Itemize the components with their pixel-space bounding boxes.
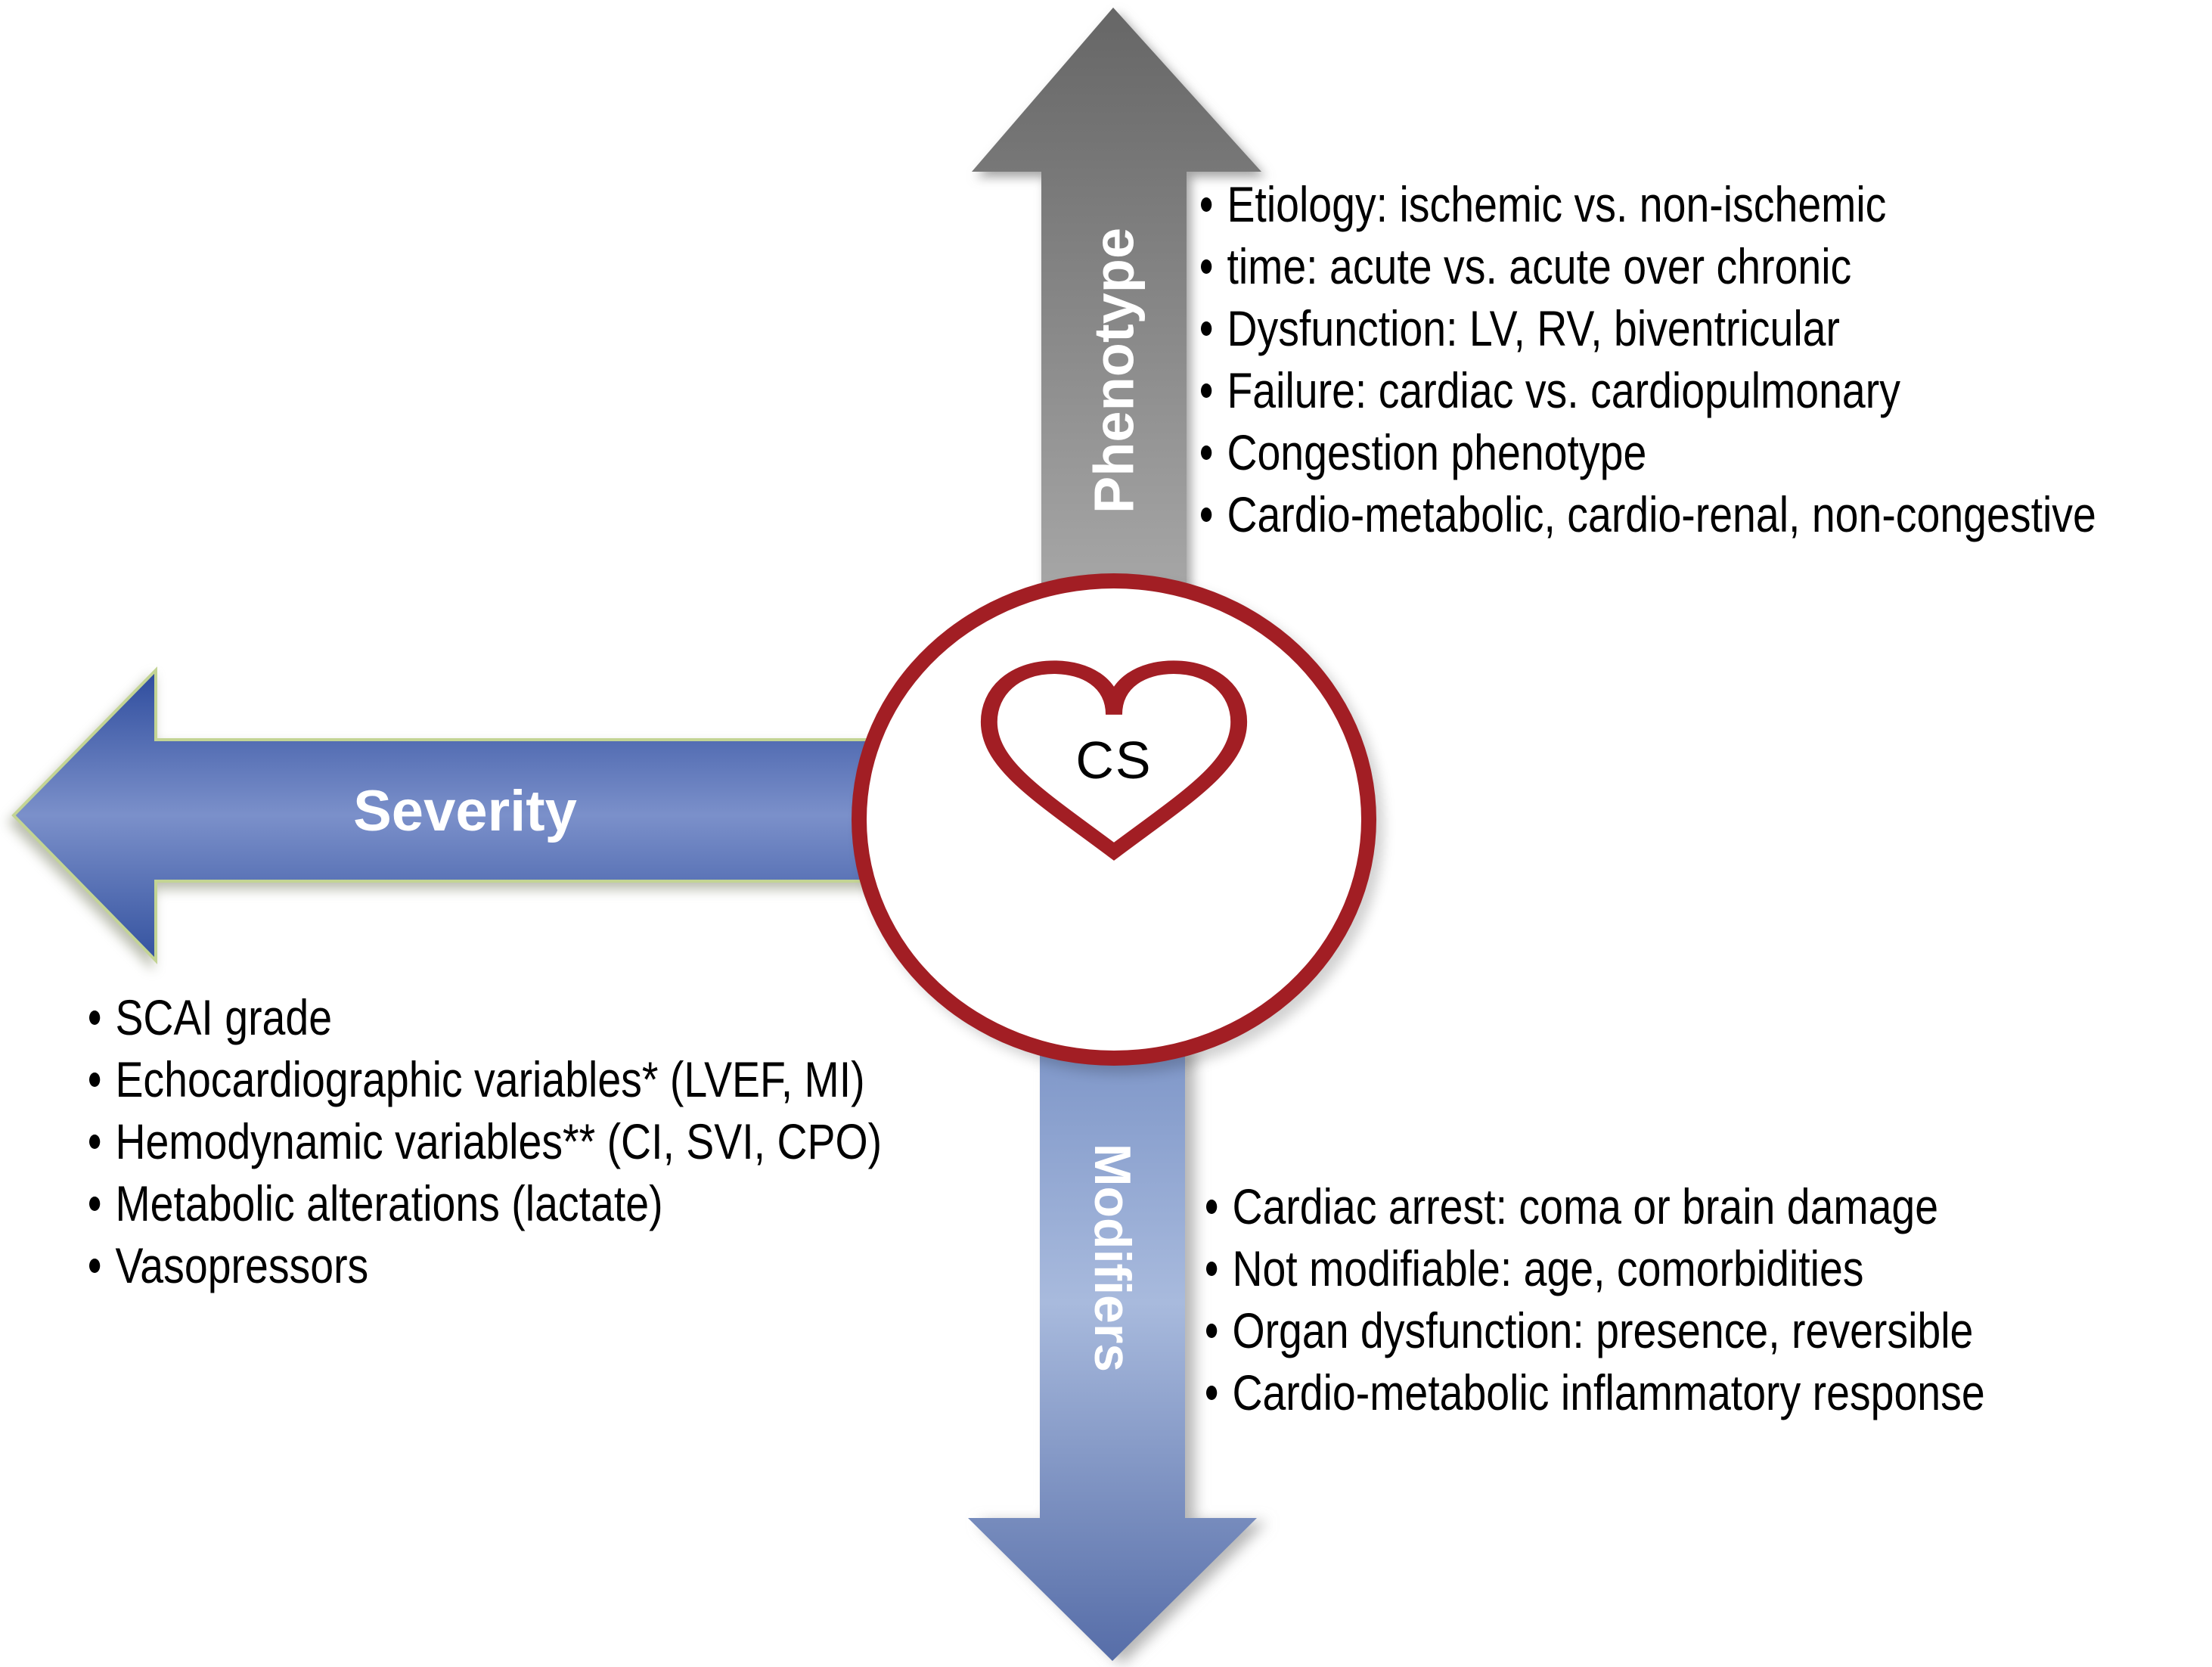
severity-axis-label: Severity xyxy=(353,779,577,843)
bullet-icon xyxy=(1201,445,1212,460)
list-item: Not modifiable: age, comorbidities xyxy=(1206,1237,1985,1299)
list-item-text: Not modifiable: age, comorbidities xyxy=(1232,1240,1864,1296)
phenotype-axis-label: Phenotype xyxy=(1082,227,1146,514)
center-cs-label: CS xyxy=(1075,731,1153,790)
list-item-text: Organ dysfunction: presence, reversible xyxy=(1232,1302,1974,1358)
bullet-icon xyxy=(1206,1199,1218,1214)
list-item-text: Metabolic alterations (lactate) xyxy=(115,1175,663,1231)
bullet-icon xyxy=(1201,197,1212,212)
bullet-icon xyxy=(89,1010,101,1025)
bullet-icon xyxy=(89,1134,101,1149)
list-item-text: time: acute vs. acute over chronic xyxy=(1227,238,1852,294)
list-item: Metabolic alterations (lactate) xyxy=(89,1172,882,1234)
list-item: Etiology: ischemic vs. non-ischemic xyxy=(1201,173,2096,235)
phenotype-list: Etiology: ischemic vs. non-ischemic time… xyxy=(1201,173,2096,545)
severity-list: SCAI grade Echocardiographic variables* … xyxy=(89,986,882,1296)
list-item-text: Failure: cardiac vs. cardiopulmonary xyxy=(1227,362,1900,418)
list-item: Cardiac arrest: coma or brain damage xyxy=(1206,1175,1985,1237)
list-item: Organ dysfunction: presence, reversible xyxy=(1206,1299,1985,1361)
phenotype-arrow-up xyxy=(972,8,1261,613)
list-item: Congestion phenotype xyxy=(1201,421,2096,483)
list-item: Dysfunction: LV, RV, biventricular xyxy=(1201,297,2096,359)
bullet-icon xyxy=(1206,1261,1218,1276)
list-item: Echocardiographic variables* (LVEF, MI) xyxy=(89,1048,882,1110)
bullet-icon xyxy=(1201,383,1212,398)
list-item: Cardio-metabolic inflammatory response xyxy=(1206,1361,1985,1423)
list-item-text: Hemodynamic variables** (CI, SVI, CPO) xyxy=(115,1113,883,1169)
bullet-icon xyxy=(89,1072,101,1087)
modifiers-arrow-down xyxy=(968,1044,1257,1661)
heart-icon xyxy=(980,660,1248,861)
bullet-icon xyxy=(1206,1323,1218,1338)
bullet-icon xyxy=(1201,321,1212,336)
list-item: SCAI grade xyxy=(89,986,882,1048)
list-item-text: SCAI grade xyxy=(115,989,333,1045)
list-item-text: Dysfunction: LV, RV, biventricular xyxy=(1227,300,1840,356)
bullet-icon xyxy=(89,1196,101,1211)
down-arrow-shape xyxy=(968,1044,1257,1661)
list-item: Hemodynamic variables** (CI, SVI, CPO) xyxy=(89,1110,882,1172)
modifiers-list: Cardiac arrest: coma or brain damage Not… xyxy=(1206,1175,1985,1423)
list-item-text: Cardiac arrest: coma or brain damage xyxy=(1232,1178,1939,1234)
list-item-text: Etiology: ischemic vs. non-ischemic xyxy=(1227,176,1887,232)
bullet-icon xyxy=(1201,507,1212,522)
list-item-text: Vasopressors xyxy=(115,1237,369,1293)
list-item-text: Cardio-metabolic, cardio-renal, non-cong… xyxy=(1227,486,2096,542)
list-item: time: acute vs. acute over chronic xyxy=(1201,235,2096,297)
up-arrow-shape xyxy=(972,8,1261,613)
list-item-text: Cardio-metabolic inflammatory response xyxy=(1232,1364,1985,1420)
bullet-icon xyxy=(89,1258,101,1273)
list-item-text: Congestion phenotype xyxy=(1227,424,1647,480)
list-item-text: Echocardiographic variables* (LVEF, MI) xyxy=(115,1051,865,1107)
list-item: Vasopressors xyxy=(89,1234,882,1296)
list-item: Failure: cardiac vs. cardiopulmonary xyxy=(1201,359,2096,421)
list-item: Cardio-metabolic, cardio-renal, non-cong… xyxy=(1201,483,2096,545)
bullet-icon xyxy=(1206,1385,1218,1400)
bullet-icon xyxy=(1201,259,1212,274)
modifiers-axis-label: Modifiers xyxy=(1084,1143,1141,1373)
